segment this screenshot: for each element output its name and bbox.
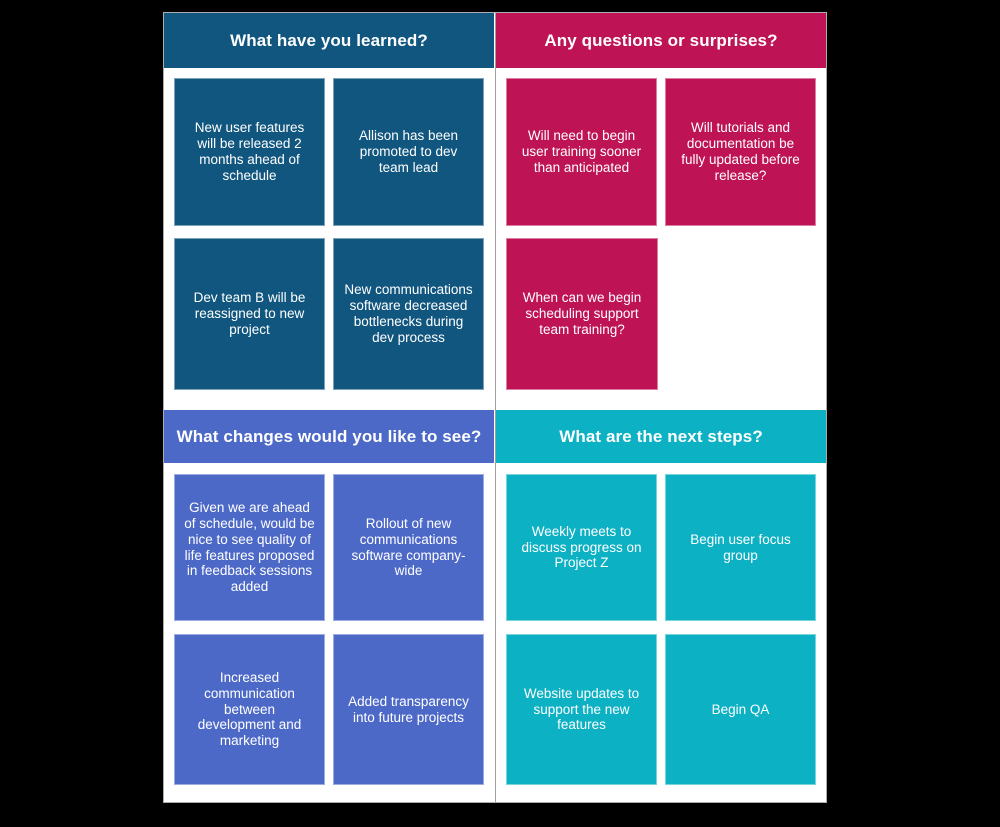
quadrant-title-learned: What have you learned?	[164, 13, 494, 68]
center-divider	[495, 13, 496, 802]
sticky-note[interactable]: Given we are ahead of schedule, would be…	[174, 474, 325, 621]
quadrant-title-next-steps: What are the next steps?	[496, 410, 826, 463]
sticky-note[interactable]: Rollout of new communications software c…	[333, 474, 484, 621]
empty-card-slot	[666, 238, 816, 390]
board-right-column: Any questions or surprises? Will need to…	[496, 13, 826, 802]
card-row: Will need to begin user training sooner …	[496, 78, 826, 226]
sticky-note[interactable]: Weekly meets to discuss progress on Proj…	[506, 474, 657, 621]
card-row: Dev team B will be reassigned to new pro…	[164, 238, 494, 390]
sticky-note[interactable]: Begin QA	[665, 634, 816, 785]
card-row: Increased communication between developm…	[164, 634, 494, 785]
sticky-note[interactable]: Will tutorials and documentation be full…	[665, 78, 816, 226]
quadrant-title-questions: Any questions or surprises?	[496, 13, 826, 68]
card-row: Website updates to support the new featu…	[496, 634, 826, 785]
board-left-column: What have you learned? New user features…	[164, 13, 494, 802]
sticky-note[interactable]: Begin user focus group	[665, 474, 816, 621]
sticky-note[interactable]: When can we begin scheduling support tea…	[506, 238, 658, 390]
quadrant-title-changes: What changes would you like to see?	[164, 410, 494, 463]
sticky-note[interactable]: Website updates to support the new featu…	[506, 634, 657, 785]
card-row: Weekly meets to discuss progress on Proj…	[496, 474, 826, 621]
sticky-note[interactable]: Will need to begin user training sooner …	[506, 78, 657, 226]
retrospective-board: What have you learned? New user features…	[163, 12, 827, 803]
sticky-note[interactable]: Dev team B will be reassigned to new pro…	[174, 238, 325, 390]
sticky-note[interactable]: Allison has been promoted to dev team le…	[333, 78, 484, 226]
sticky-note[interactable]: Added transparency into future projects	[333, 634, 484, 785]
sticky-note[interactable]: Increased communication between developm…	[174, 634, 325, 785]
card-row: Given we are ahead of schedule, would be…	[164, 474, 494, 621]
card-row: When can we begin scheduling support tea…	[496, 238, 826, 390]
sticky-note[interactable]: New user features will be released 2 mon…	[174, 78, 325, 226]
sticky-note[interactable]: New communications software decreased bo…	[333, 238, 484, 390]
card-row: New user features will be released 2 mon…	[164, 78, 494, 226]
